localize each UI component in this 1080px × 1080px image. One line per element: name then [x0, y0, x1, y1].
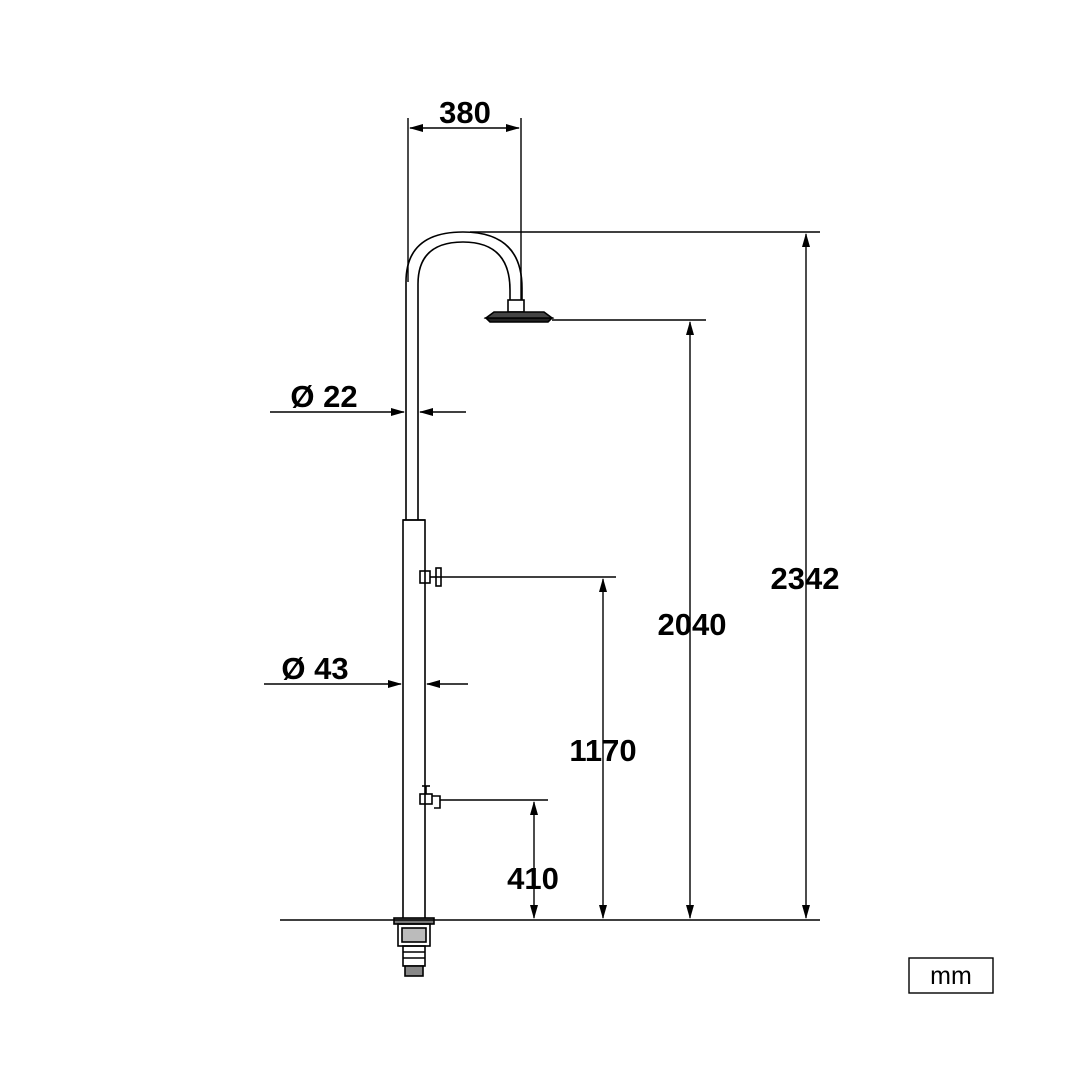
upper-pipe: [405, 231, 523, 520]
upper-pipe-inner: [417, 241, 511, 520]
total-height-label: 2342: [771, 561, 840, 596]
tap-height-label: 410: [507, 861, 559, 896]
ground-anchor: [393, 917, 435, 977]
lower-column: [402, 519, 426, 921]
mixer-valve: [419, 567, 442, 587]
units-label: mm: [930, 962, 972, 990]
upper-diameter-label: Ø 22: [290, 379, 357, 414]
shower-head-connector: [507, 299, 525, 313]
lower-diameter-label: Ø 43: [281, 651, 348, 686]
water-tap: [419, 785, 441, 809]
mixer-height-label: 1170: [569, 733, 636, 768]
units-box: mm: [908, 957, 994, 994]
head-height-label: 2040: [658, 607, 727, 642]
arm-reach-label: 380: [439, 95, 491, 130]
